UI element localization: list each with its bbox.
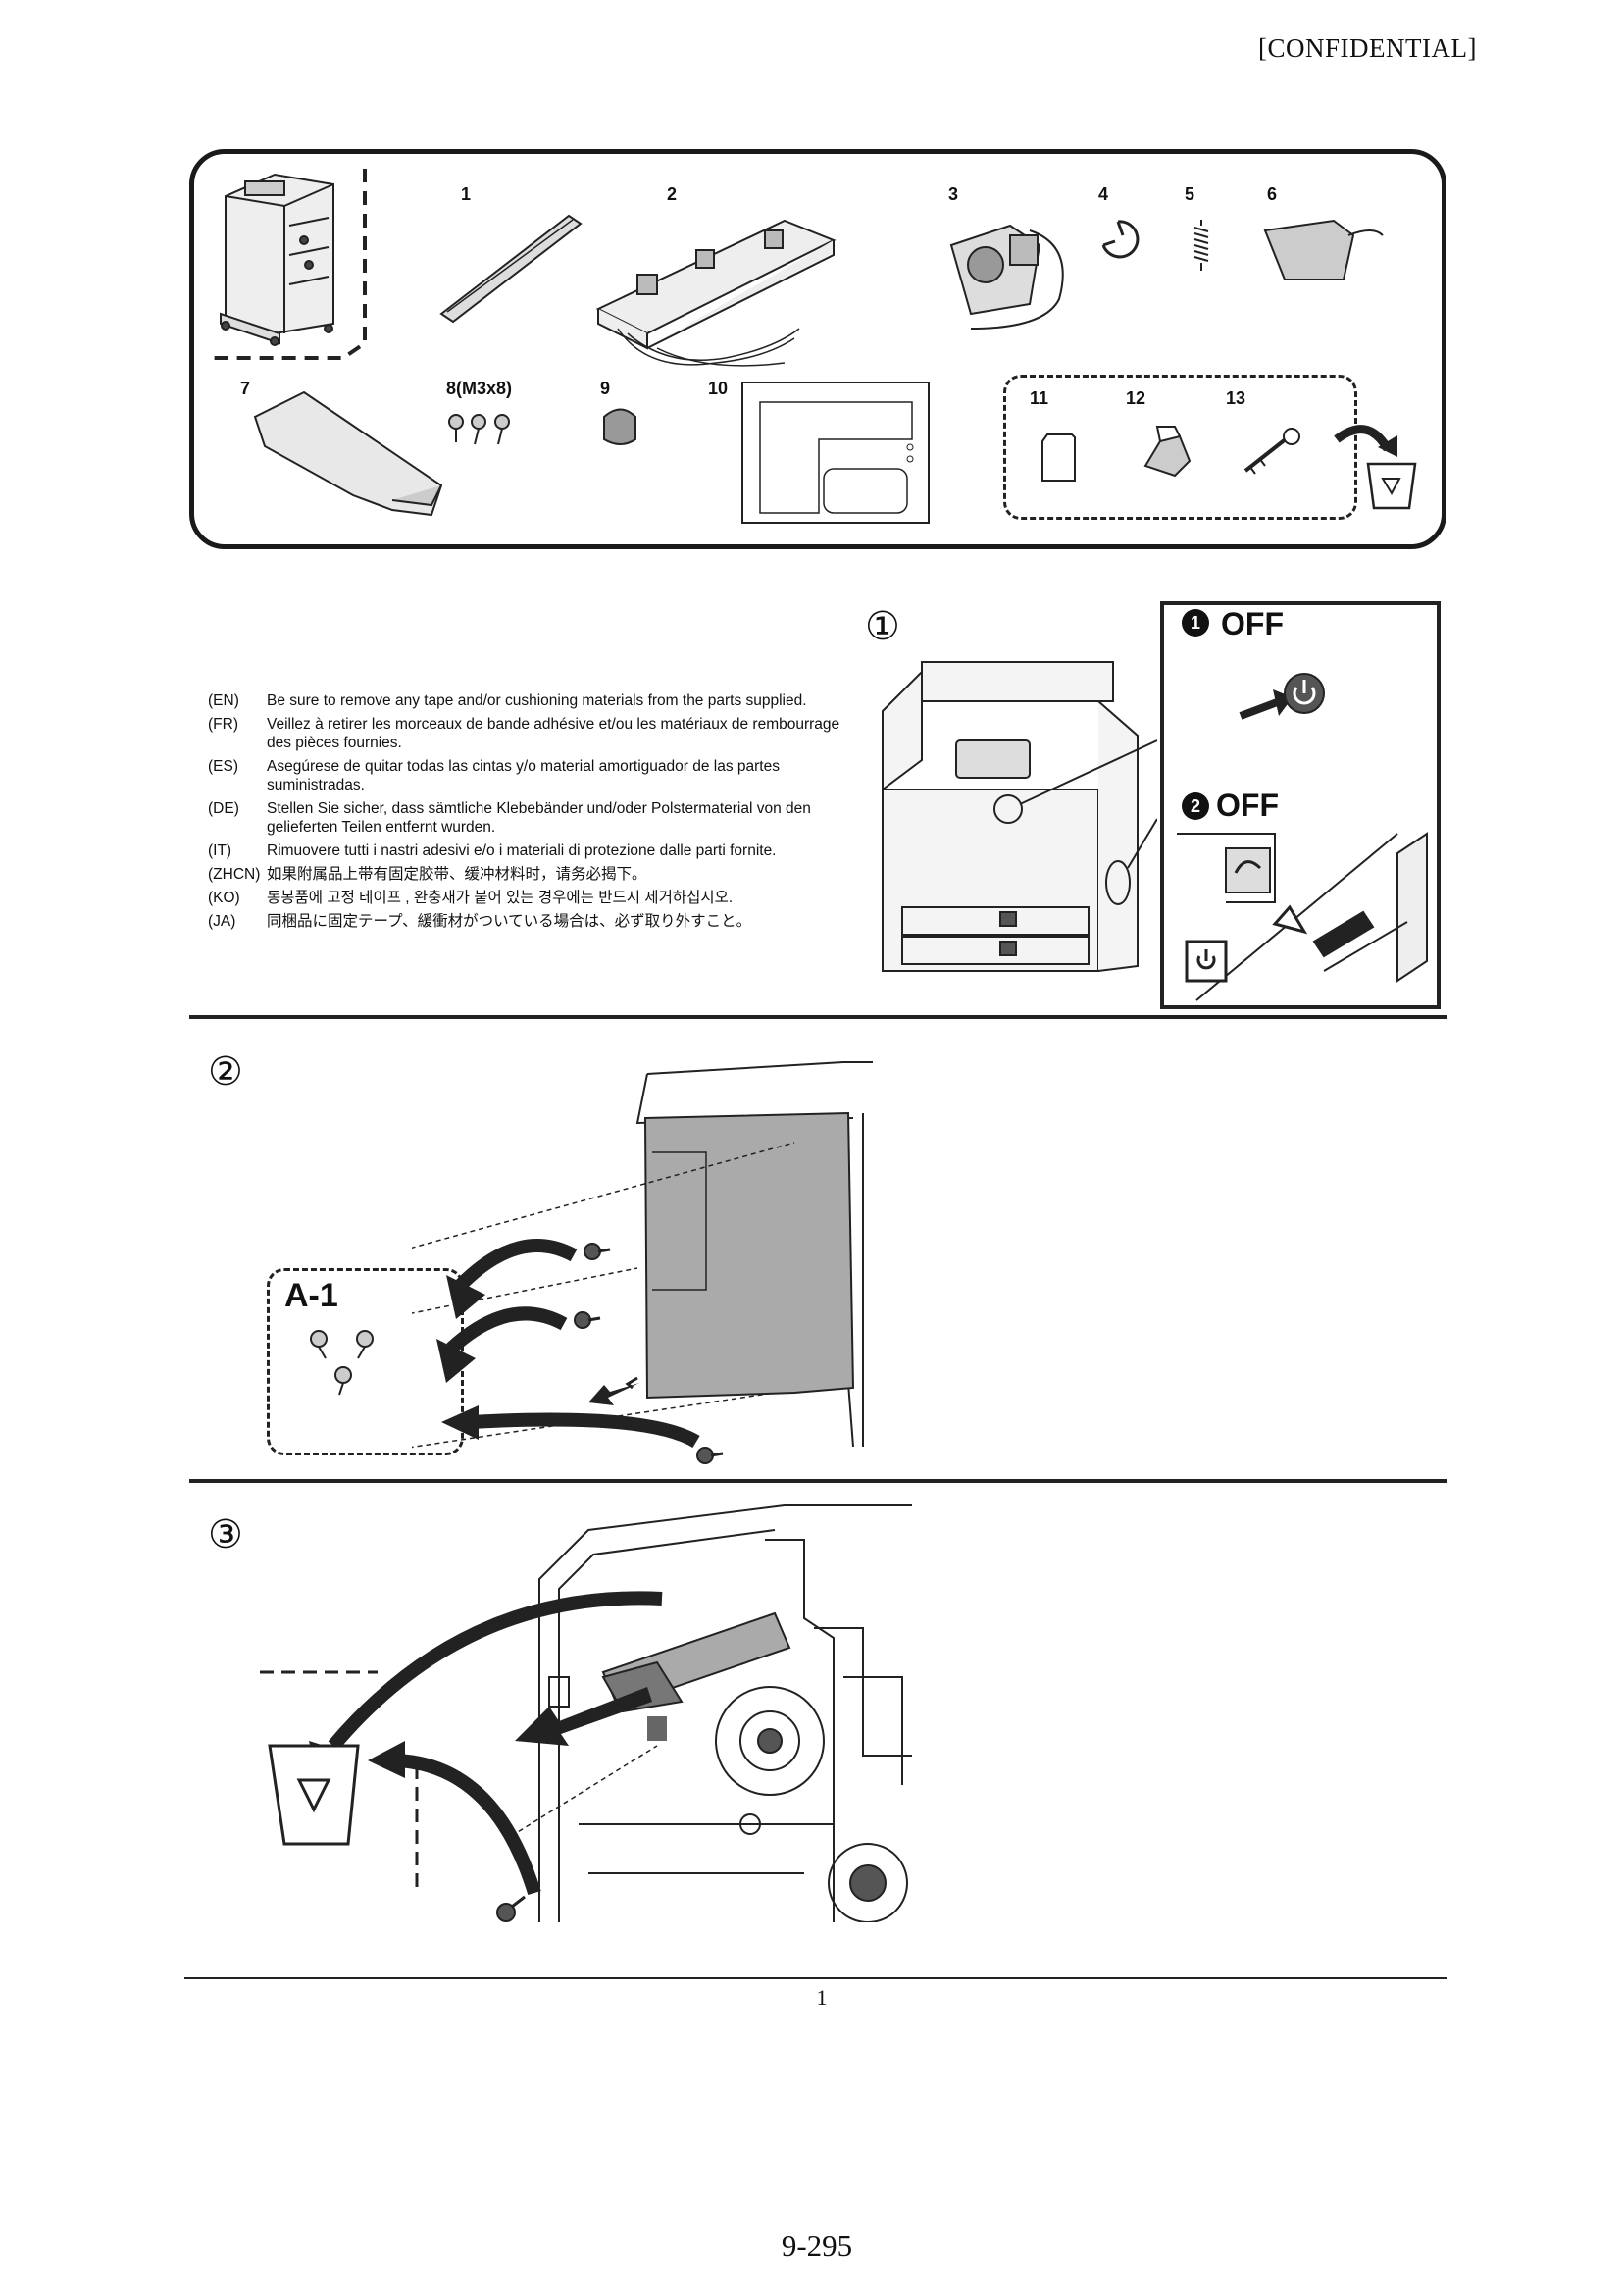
rear-cover-removal-illustration bbox=[412, 1061, 873, 1449]
part-label-12: 12 bbox=[1126, 388, 1146, 408]
note-en: (EN) Be sure to remove any tape and/or c… bbox=[208, 691, 865, 710]
page-number: 1 bbox=[816, 1985, 828, 2010]
note-ja: (JA) 同梱品に固定テープ、緩衝材がついている場合は、必ず取り外すこと。 bbox=[208, 912, 865, 931]
screw-icon bbox=[696, 1447, 724, 1464]
off-step-1-badge: 1 bbox=[1182, 609, 1209, 637]
part-8-screws bbox=[448, 414, 510, 445]
a1-screw-group bbox=[267, 1268, 464, 1455]
part-label-7: 7 bbox=[240, 379, 251, 398]
finisher-unit-illustration bbox=[220, 173, 334, 346]
part-3-motor-unit bbox=[949, 224, 1064, 330]
mfp-illustration bbox=[882, 661, 1157, 972]
note-zhcn: (ZHCN) 如果附属品上带有固定胶带、缓冲材料时，请务必揭下。 bbox=[208, 865, 865, 884]
note-code: (JA) bbox=[208, 913, 236, 930]
note-code: (DE) bbox=[208, 800, 239, 817]
note-code: (ZHCN) bbox=[208, 866, 261, 883]
part-4-e-ring bbox=[1101, 220, 1140, 259]
section-divider-1 bbox=[189, 1015, 1447, 1019]
part-7-tray bbox=[253, 390, 443, 517]
power-off-panel bbox=[1160, 601, 1441, 1009]
part-13-key bbox=[1243, 428, 1300, 475]
step-1-marker: ① bbox=[865, 605, 900, 648]
off-step-2-badge: 2 bbox=[1182, 792, 1209, 820]
off-label-2: OFF bbox=[1216, 788, 1279, 823]
note-fr: (FR) Veillez à retirer les morceaux de b… bbox=[208, 715, 865, 752]
part-5-spring bbox=[1193, 220, 1209, 271]
note-ko: (KO) 동봉품에 고정 테이프 , 완충재가 붙어 있는 경우에는 반드시 제… bbox=[208, 889, 865, 907]
note-code: (ES) bbox=[208, 758, 238, 775]
note-text: Stellen Sie sicher, dass sämtliche Klebe… bbox=[267, 800, 811, 836]
note-text: 如果附属品上带有固定胶带、缓冲材料时，请务必揭下。 bbox=[267, 866, 647, 883]
section-divider-2 bbox=[189, 1479, 1447, 1483]
note-code: (EN) bbox=[208, 692, 239, 709]
discard-arrows-bin bbox=[260, 1591, 663, 1896]
part-1-guide-bar bbox=[439, 214, 583, 324]
part-2-transport-assembly bbox=[595, 219, 837, 367]
part-label-8: 8(M3x8) bbox=[446, 379, 513, 398]
screw-removal-arrows bbox=[436, 1239, 700, 1449]
note-code: (IT) bbox=[208, 842, 232, 859]
part-label-4: 4 bbox=[1098, 184, 1109, 204]
part-9-cap bbox=[603, 408, 636, 445]
internal-unit-illustration bbox=[510, 1504, 912, 1922]
note-text: Veillez à retirer les morceaux de bande … bbox=[267, 716, 840, 751]
confidential-mark: [CONFIDENTIAL] bbox=[1258, 33, 1477, 63]
part-6-bracket bbox=[1263, 219, 1384, 280]
caution-notes: (EN) Be sure to remove any tape and/or c… bbox=[208, 691, 865, 936]
parts-list-box bbox=[189, 149, 1446, 549]
part-12-holder bbox=[1143, 426, 1192, 478]
part-label-10: 10 bbox=[708, 379, 729, 398]
off-label-1: OFF bbox=[1221, 606, 1284, 641]
part-label-3: 3 bbox=[948, 184, 959, 204]
part-label-9: 9 bbox=[600, 379, 611, 398]
power-button-press-icon bbox=[1239, 673, 1325, 720]
note-text: Be sure to remove any tape and/or cushio… bbox=[267, 692, 807, 709]
note-code: (FR) bbox=[208, 716, 238, 733]
screw-icon bbox=[496, 1895, 526, 1922]
note-text: 동봉품에 고정 테이프 , 완충재가 붙어 있는 경우에는 반드시 제거하십시오… bbox=[267, 890, 734, 906]
part-label-2: 2 bbox=[667, 184, 678, 204]
discard-parts-group bbox=[1003, 375, 1357, 520]
part-10-label-sheet bbox=[741, 382, 930, 524]
screw-icon bbox=[584, 1243, 611, 1260]
screw-icon bbox=[574, 1311, 601, 1329]
part-label-13: 13 bbox=[1226, 388, 1246, 408]
a1-label: A-1 bbox=[284, 1277, 338, 1314]
part-label-5: 5 bbox=[1185, 184, 1195, 204]
note-de: (DE) Stellen Sie sicher, dass sämtliche … bbox=[208, 799, 865, 837]
discard-arrow-bin bbox=[1334, 425, 1417, 510]
main-switch-unplug-illustration bbox=[1177, 832, 1428, 1001]
note-text: 同梱品に固定テープ、緩衝材がついている場合は、必ず取り外すこと。 bbox=[267, 913, 752, 930]
step-2-marker: ② bbox=[208, 1050, 243, 1094]
a1-screws-icon bbox=[310, 1330, 374, 1396]
part-label-1: 1 bbox=[461, 184, 472, 204]
part-label-11: 11 bbox=[1030, 388, 1049, 408]
note-code: (KO) bbox=[208, 890, 240, 906]
part-label-6: 6 bbox=[1267, 184, 1278, 204]
footer-rule bbox=[184, 1977, 1447, 1979]
note-es: (ES) Asegúrese de quitar todas las cinta… bbox=[208, 757, 865, 794]
note-text: Asegúrese de quitar todas las cintas y/o… bbox=[267, 758, 780, 793]
note-text: Rimuovere tutti i nastri adesivi e/o i m… bbox=[267, 842, 777, 859]
note-it: (IT) Rimuovere tutti i nastri adesivi e/… bbox=[208, 841, 865, 860]
page-code: 9-295 bbox=[781, 2228, 853, 2263]
step-3-marker: ③ bbox=[208, 1513, 243, 1556]
part-11-pad bbox=[1041, 433, 1076, 482]
finisher-dashed-outline bbox=[208, 169, 367, 360]
